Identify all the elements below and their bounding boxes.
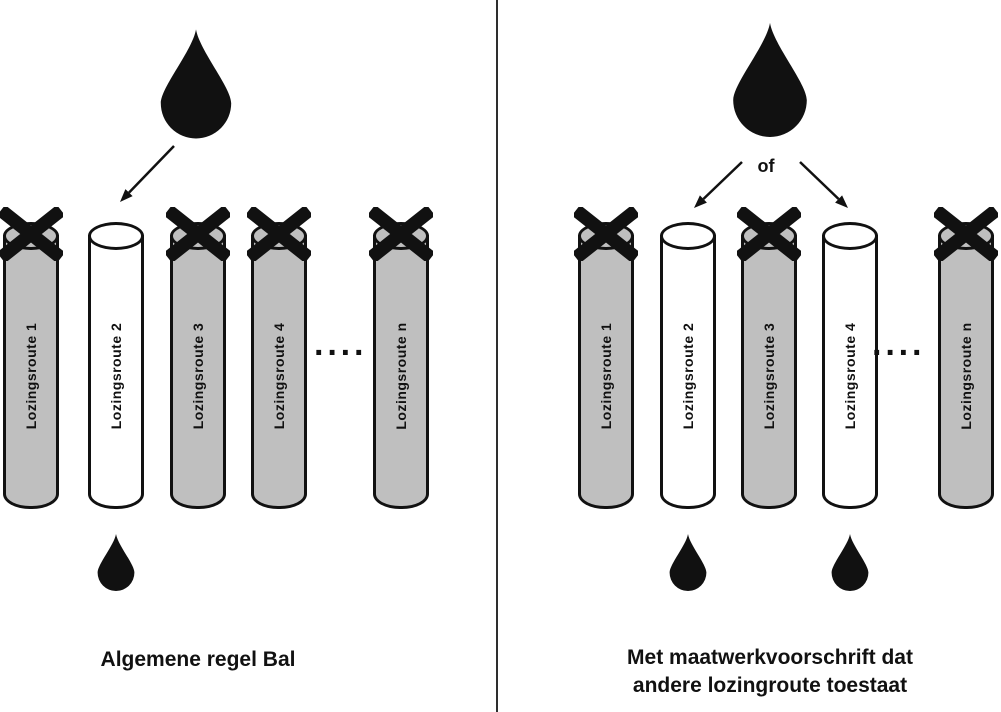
panel-caption: Met maatwerkvoorschrift dat andere lozin… xyxy=(580,644,960,700)
pipe-label: Lozingsroute 2 xyxy=(108,322,124,429)
pipe-body xyxy=(938,235,994,509)
panel-caption: Algemene regel Bal xyxy=(8,646,388,674)
pipe-body xyxy=(251,235,307,509)
pipe-body xyxy=(578,235,634,509)
pipe-label: Lozingsroute 1 xyxy=(23,322,39,429)
pipe-lozingsroute-1: Lozingsroute 1 xyxy=(574,207,638,512)
outflow-drop-icon xyxy=(669,533,707,591)
pipe-body xyxy=(660,235,716,509)
pipe-label: Lozingsroute n xyxy=(393,322,409,430)
pipe-label: Lozingsroute 3 xyxy=(761,322,777,429)
pipe-lozingsroute-1: Lozingsroute 1 xyxy=(0,207,63,512)
pipe-label: Lozingsroute n xyxy=(958,322,974,430)
arrow-icon xyxy=(694,161,743,208)
continuation-dots: ···· xyxy=(872,334,926,372)
arrow-icon xyxy=(799,161,848,208)
caption-line: Algemene regel Bal xyxy=(100,648,296,671)
x-blocked-icon xyxy=(574,207,638,261)
of-label: of xyxy=(757,156,775,176)
pipe-lozingsroute-4: Lozingsroute 4 xyxy=(822,222,878,512)
x-blocked-icon xyxy=(166,207,230,261)
pipe-opening xyxy=(88,222,144,250)
pipe-lozingsroute-n: Lozingsroute n xyxy=(369,207,433,512)
caption-line: andere lozingroute toestaat xyxy=(632,674,908,697)
pipe-lozingsroute-2: Lozingsroute 2 xyxy=(660,222,716,512)
pipe-label: Lozingsroute 2 xyxy=(680,322,696,429)
x-blocked-icon xyxy=(0,207,63,261)
x-blocked-icon xyxy=(247,207,311,261)
pipe-body xyxy=(3,235,59,509)
pipe-lozingsroute-3: Lozingsroute 3 xyxy=(737,207,801,512)
pipe-label: Lozingsroute 4 xyxy=(271,322,287,429)
pipe-body xyxy=(170,235,226,509)
x-blocked-icon xyxy=(737,207,801,261)
panel-divider-line xyxy=(496,0,498,712)
x-blocked-icon xyxy=(369,207,433,261)
pipe-body xyxy=(373,235,429,509)
pipe-lozingsroute-3: Lozingsroute 3 xyxy=(166,207,230,512)
pipe-lozingsroute-n: Lozingsroute n xyxy=(934,207,998,512)
pipe-lozingsroute-2: Lozingsroute 2 xyxy=(88,222,144,512)
x-blocked-icon xyxy=(934,207,998,261)
outflow-drop-icon xyxy=(97,533,135,591)
caption-line: Met maatwerkvoorschrift dat xyxy=(627,646,913,669)
pipe-label: Lozingsroute 4 xyxy=(842,322,858,429)
outflow-drop-icon xyxy=(831,533,869,591)
pipe-label: Lozingsroute 1 xyxy=(598,322,614,429)
water-drop-icon xyxy=(160,29,232,139)
pipe-label: Lozingsroute 3 xyxy=(190,322,206,429)
continuation-dots: ···· xyxy=(314,334,368,372)
pipe-opening xyxy=(660,222,716,250)
water-drop-icon xyxy=(733,22,807,137)
pipe-lozingsroute-4: Lozingsroute 4 xyxy=(247,207,311,512)
pipe-body xyxy=(822,235,878,509)
pipe-opening xyxy=(822,222,878,250)
pipe-body xyxy=(741,235,797,509)
pipe-body xyxy=(88,235,144,509)
arrow-icon xyxy=(120,145,175,202)
